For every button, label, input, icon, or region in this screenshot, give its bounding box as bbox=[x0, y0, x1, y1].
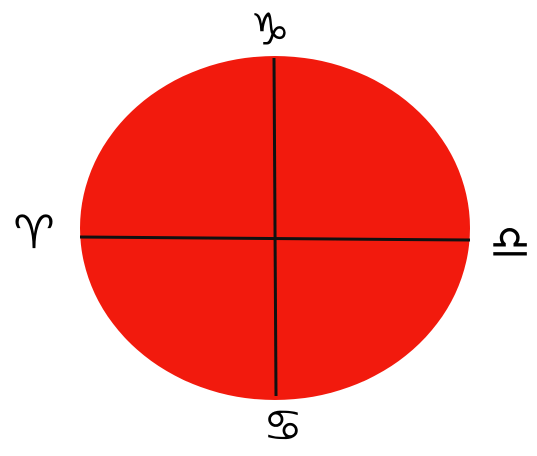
bottom-zodiac-symbol: ♋ bbox=[263, 401, 302, 452]
left-zodiac-symbol: ♈ bbox=[13, 205, 54, 259]
vertical-axis-line bbox=[272, 57, 278, 397]
right-zodiac-symbol: ♎ bbox=[489, 215, 530, 269]
horizontal-axis-line bbox=[79, 235, 471, 242]
top-zodiac-symbol: ♑ bbox=[250, 5, 289, 56]
